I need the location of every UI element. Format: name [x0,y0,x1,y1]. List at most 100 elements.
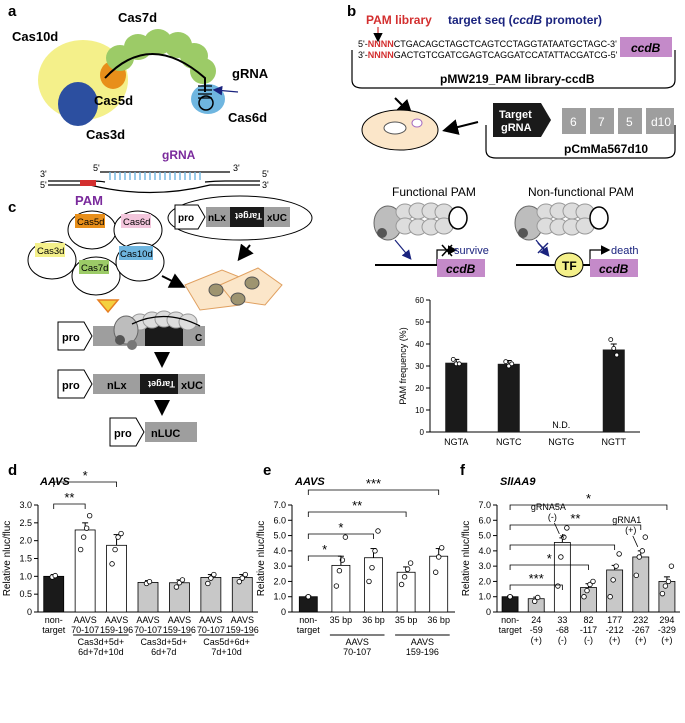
panel-letter-c: c [8,199,16,216]
plasmid-cas7d: Cas7d [71,256,121,296]
x-tick-label: 36 bp [427,615,450,625]
data-point [433,569,439,575]
significance-bracket [53,503,86,509]
panel-letter-b: b [347,3,356,20]
pam-bar [602,349,625,432]
pam-y-tick-label: 50 [415,318,424,327]
data-point [208,575,214,581]
panel-letter-e: e [263,462,271,479]
end-5b: 5' [262,169,269,179]
grna-annotation-line2: (+) [625,525,636,535]
reporter-row-nluc: pro nLUC [109,417,197,447]
bar [169,582,190,613]
y-tick-label: 3.0 [273,561,286,571]
data-point [564,525,570,531]
y-tick-label: 0 [486,607,491,617]
target-grna-line2: gRNA [501,122,532,134]
grna-annotation-leader [632,535,639,548]
y-tick-label: 1.0 [19,571,32,581]
data-point [372,548,378,554]
x-tick-label: -59 [530,625,543,635]
pam-data-point [509,361,515,367]
panel-b-schematic: PAM library target seq (ccdB promoter) 5… [351,13,676,278]
pam-x-tick-label: NGTG [548,437,574,447]
x-tick-label: 159-196 [100,625,133,635]
data-point [561,534,567,540]
significance-label: * [560,531,565,546]
group-label: AAVS [346,637,369,647]
y-tick-label: 2.0 [19,536,32,546]
data-point [633,572,639,579]
data-point [668,563,675,569]
group-label: Cas3d+5d+ [78,637,125,647]
pam-data-point [611,345,617,351]
x-tick-label: non- [45,615,63,625]
data-point [532,598,538,604]
functional-pam-complex: survive ccdB [373,202,489,277]
data-point [375,528,381,534]
target-grna-box [493,103,541,137]
plasmid2-outline [485,125,676,159]
y-tick-label: 4.0 [478,546,491,556]
x-tick-label: target [297,625,321,635]
label-c-pro-3: pro [62,380,80,392]
grna-annotation-line1: gRNA5A [531,502,566,512]
significance-bracket [53,481,117,487]
y-tick-label: 2.5 [19,518,32,528]
target-grna-line1: Target [499,109,532,121]
pam-data-point [450,356,456,362]
x-tick-label: 35 bp [395,615,418,625]
x-tick-label: AAVS [168,615,191,625]
y-tick-label: 5.0 [273,531,286,541]
data-point [205,580,211,587]
y-tick-label: 1.5 [19,554,32,564]
data-point [404,566,411,572]
chart-title: SlIAA9 [500,476,536,488]
x-tick-label: (+) [609,635,620,645]
data-point [535,594,541,601]
x-tick-label: -212 [606,625,624,635]
label-death: death [611,245,639,257]
significance-label: * [322,542,327,557]
reporter-row-cleaved: pro nLx Target xUC [57,369,205,399]
bar [632,556,650,613]
y-tick-label: 3.0 [478,561,491,571]
data-point [242,571,248,578]
pam-x-tick-label: NGTC [496,437,522,447]
significance-label: *** [366,476,381,491]
reporter-row-binding: pro C [57,310,205,351]
cas3d-shape [58,82,98,126]
bar [200,577,222,613]
gene-label-6: 6 [570,115,577,129]
significance-label: * [547,551,552,566]
bar [137,581,159,613]
x-tick-label: AAVS [136,615,159,625]
data-point [52,572,58,579]
x-tick-label: AAVS [73,615,96,625]
significance-bracket [307,555,342,561]
data-point [115,534,121,540]
nonfunctional-pam-complex: TF death ccdB [514,202,639,278]
y-tick-label: 0.5 [19,589,32,599]
x-tick-label: 24 [531,615,541,625]
data-point [555,583,561,589]
pam-data-point [503,359,509,365]
x-tick-label: -329 [658,625,676,635]
end-3a: 3' [233,163,240,173]
label-c-xuc-2: xUC [181,380,203,392]
y-tick-label: 1.0 [478,592,491,602]
group-label: 7d+10d [211,647,241,657]
data-point [109,561,115,567]
x-tick-label: -68 [556,625,569,635]
label-cas10d: Cas10d [12,29,58,44]
label-pam: PAM [75,193,103,208]
grna-strand [104,53,206,92]
data-point [336,568,343,574]
bar [106,544,127,613]
downward-arrow-icon [96,299,120,314]
label-target-seq: target seq (ccdB promoter) [448,13,602,27]
y-tick-label: 6.0 [273,515,286,525]
group-label: AAVS [411,637,434,647]
